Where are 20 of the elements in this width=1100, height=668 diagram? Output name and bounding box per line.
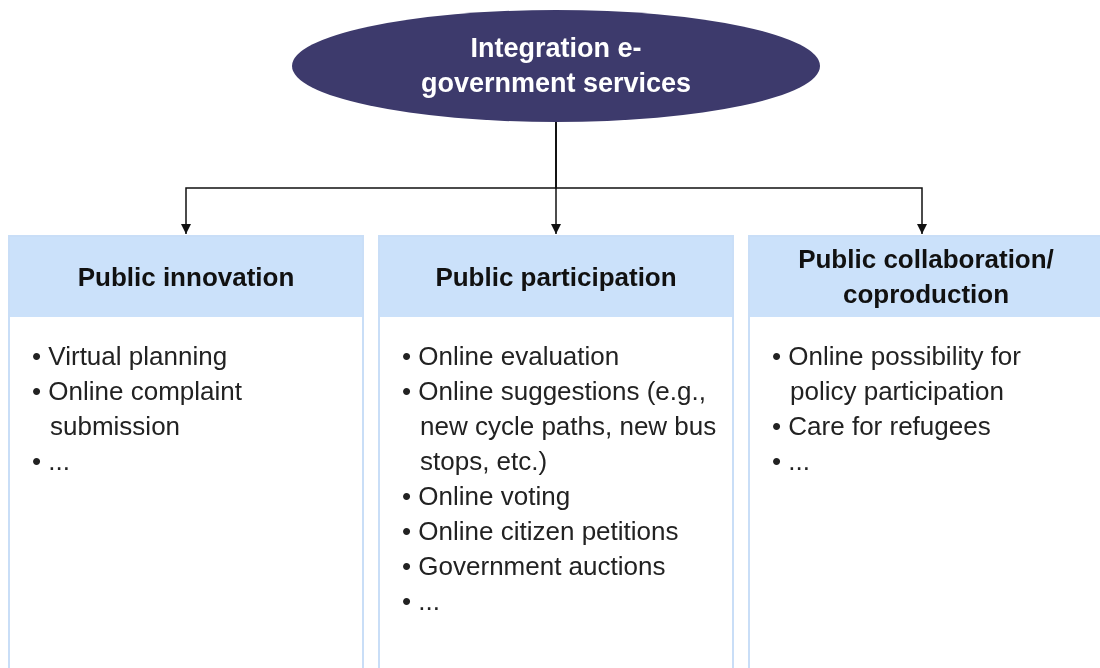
list-item: • Online voting xyxy=(402,480,572,513)
list-item: • Online suggestions (e.g., new cycle paths, new bus stops, etc.) xyxy=(402,375,718,478)
list-item: • Online complaint submission xyxy=(32,375,243,443)
list-item: • Online citizen petitions xyxy=(402,515,680,548)
arrow xyxy=(555,121,928,235)
list-item: • ... xyxy=(402,585,441,618)
column-heading: Public collaboration/ coproduction xyxy=(797,243,1055,311)
list-item: • ... xyxy=(772,445,811,478)
list-item: • Care for refugees xyxy=(772,410,992,443)
category-column xyxy=(378,235,734,668)
column-heading: Public innovation xyxy=(77,260,295,294)
category-column xyxy=(748,235,1100,668)
category-column xyxy=(8,235,364,668)
node-title: Integration e-government services xyxy=(419,32,693,100)
column-heading: Public participation xyxy=(435,260,677,294)
list-item: • Virtual planning xyxy=(32,340,229,373)
list-item: • Online evaluation xyxy=(402,340,621,373)
list-item: • Online possibility for policy participation xyxy=(772,340,1022,408)
list-item: • Government auctions xyxy=(402,550,667,583)
list-item: • ... xyxy=(32,445,71,478)
